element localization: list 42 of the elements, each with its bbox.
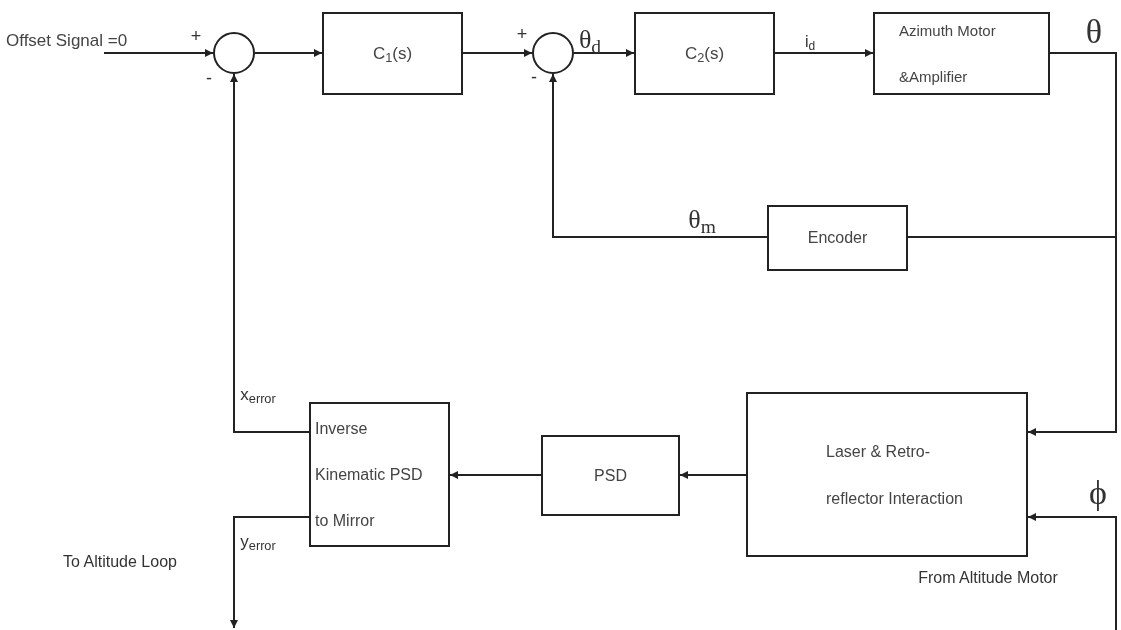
- signal-arrow: [573, 49, 635, 57]
- block-label: C$_{2}$(s): [684, 42, 725, 67]
- block-label: Laser & Retro-reflector Interaction: [826, 441, 964, 509]
- sign-label: +: [516, 25, 528, 43]
- signal-label: θ$_{d}$: [578, 27, 602, 53]
- signal-label: i$_{d}$: [804, 34, 816, 50]
- signal-arrow: [254, 49, 323, 57]
- sign-label: +: [190, 27, 202, 45]
- block-label: Offset Signal =0: [6, 30, 128, 52]
- signal-arrow: [1027, 52, 1117, 436]
- block-label: Azimuth Motor &Amplifier: [899, 20, 997, 87]
- note-label: To Altitude Loop: [63, 554, 177, 570]
- signal-arrow: [462, 49, 533, 57]
- block: [322, 12, 463, 95]
- signal-arrow: [549, 73, 768, 238]
- signal-label: θ: [1085, 15, 1103, 49]
- block: [634, 12, 775, 95]
- signal-arrow: [449, 471, 542, 479]
- block: [746, 392, 1028, 557]
- signal-arrow: [230, 73, 310, 433]
- note-label: From Altitude Motor: [918, 570, 1058, 586]
- signal-label: y$_{error}$: [240, 532, 276, 550]
- summing-junction: [213, 32, 255, 74]
- signal-label: ϕ: [1089, 476, 1107, 510]
- block: [541, 435, 680, 516]
- block: [309, 402, 450, 547]
- signal-label: θ$_{m}$: [688, 207, 716, 233]
- sign-label: -: [206, 69, 212, 87]
- block-label: C$_{1}$(s): [372, 42, 413, 67]
- signal-arrow: [774, 49, 874, 57]
- block: [767, 205, 908, 271]
- summing-junction: [532, 32, 574, 74]
- signal-arrow: [103, 49, 214, 57]
- block-label: Inverse Kinematic PSD to Mirror: [315, 418, 424, 531]
- block: [873, 12, 1050, 95]
- block-label: Encoder: [807, 228, 868, 248]
- signal-label: x$_{error}$: [240, 385, 276, 403]
- sign-label: -: [531, 68, 537, 86]
- signal-arrow: [230, 516, 310, 629]
- block-label: PSD: [594, 465, 627, 486]
- signal-arrow: [679, 471, 747, 479]
- signal-arrow: [1027, 513, 1117, 630]
